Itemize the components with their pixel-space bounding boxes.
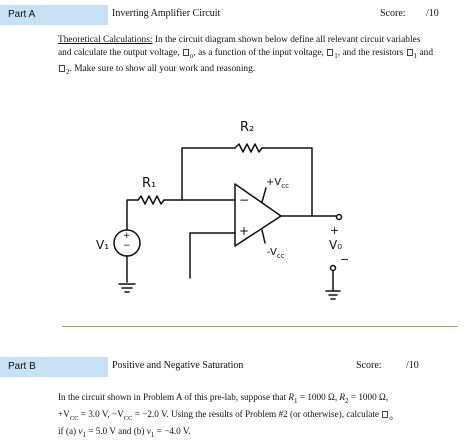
part-b-line-3g: = −4.0 V.	[154, 425, 191, 436]
part-b-line-2e: = −2.0 V. Using the results of Problem #…	[132, 408, 382, 419]
part-a-header: Part A Inverting Amplifier Circuit Score…	[0, 5, 474, 25]
symbol-box	[327, 49, 334, 56]
part-b-score-value: /10	[406, 360, 419, 371]
vcc-neg-wire	[261, 229, 266, 244]
symbol-box	[382, 410, 389, 418]
symbol-box	[59, 64, 65, 72]
opamp-plus-label: +	[239, 224, 250, 238]
eq-r2-sub: 2	[345, 396, 349, 405]
opamp-minus-label: −	[239, 193, 250, 207]
part-b-line-3a: if (a)	[58, 425, 79, 436]
feedback-wire	[181, 147, 236, 201]
r1-input-wire	[126, 199, 139, 231]
eq-v1a: v	[78, 425, 83, 436]
part-b-line-3d: = 5.0 V and (b)	[85, 425, 147, 436]
section-divider	[62, 326, 458, 327]
vcc-neg-text: -V	[267, 247, 277, 258]
vcc-pos-label: +Vcc	[266, 177, 289, 190]
r1-label: R₁	[142, 176, 157, 191]
output-plus-label: +	[330, 224, 340, 237]
output-minus-terminal	[329, 264, 337, 272]
symbol-box	[182, 49, 189, 56]
r2-label: R₂	[240, 120, 255, 135]
instruction-line-2g: and	[417, 48, 434, 58]
part-a-label: Part A	[0, 5, 108, 25]
op-amp-triangle	[234, 183, 282, 247]
eq-vcc-neg-sub: CC	[123, 414, 133, 422]
eq-r1-sub: 1	[294, 396, 298, 405]
output-terminal	[335, 213, 343, 221]
output-minus-label: −	[340, 253, 350, 266]
part-a-score-label: Score:	[380, 8, 406, 19]
sub-o: o	[189, 51, 194, 60]
feedback-wire-right	[261, 147, 313, 217]
ground-symbol-output	[325, 290, 341, 300]
part-b-header: Part B Positive and Negative Saturation …	[0, 357, 474, 377]
source-minus-label: −	[123, 241, 131, 251]
noninverting-wire	[189, 232, 236, 279]
part-b-line-1g: = 1000 Ω,	[348, 392, 389, 402]
source-plus-label: +	[123, 231, 131, 241]
instruction-line-3: . Make sure to show all your work and re…	[69, 63, 256, 74]
part-a-title: Inverting Amplifier Circuit	[112, 8, 221, 19]
sub-o-b: o	[389, 413, 393, 422]
ground-symbol-source	[118, 283, 136, 293]
vcc-pos-sub: cc	[281, 182, 289, 190]
part-b-title: Positive and Negative Saturation	[112, 360, 244, 371]
vcc-neg-label: -Vcc	[267, 247, 285, 260]
eq-vcc-neg: = 3.0 V, −V	[78, 408, 124, 419]
vcc-pos-wire	[261, 187, 267, 203]
instruction-line-2c: , as a function of the input voltage,	[193, 48, 327, 58]
eq-v1b: v	[146, 425, 151, 436]
symbol-box	[406, 49, 413, 56]
part-a-score-value: /10	[426, 8, 439, 19]
sub-2: 2	[66, 67, 70, 76]
sub-1b: 1	[413, 51, 418, 60]
part-b-line-1a: In the circuit shown in Problem A of thi…	[58, 392, 289, 402]
r2-resistor	[234, 143, 263, 153]
part-b-line-1d: = 1000 Ω,	[297, 392, 340, 402]
eq-vcc-pos: +V	[58, 408, 70, 419]
vcc-neg-sub: cc	[276, 252, 285, 260]
instruction-line-2a: and calculate the output voltage,	[58, 48, 182, 58]
part-a-instructions: Theoretical Calculations: In the circuit…	[58, 34, 468, 79]
vcc-pos-text: +V	[266, 177, 282, 188]
part-b-label: Part B	[0, 357, 108, 377]
instruction-line-2e: , and the resistors	[337, 48, 406, 58]
r1-resistor	[137, 195, 165, 205]
sub-1: 1	[334, 51, 338, 60]
eq-r2: R	[339, 392, 346, 402]
eq-r1: R	[288, 392, 295, 402]
part-b-instructions: In the circuit shown in Problem A of thi…	[58, 391, 472, 441]
instruction-line-1: In the circuit diagram shown below defin…	[152, 35, 421, 45]
part-b-score-label: Score:	[356, 360, 382, 371]
vo-label: V₀	[329, 238, 343, 252]
eq-v1b-sub: 1	[150, 430, 155, 439]
eq-vcc-pos-sub: CC	[69, 414, 79, 422]
theoretical-heading: Theoretical Calculations:	[58, 35, 153, 45]
eq-v1a-sub: 1	[82, 430, 86, 439]
v1-label: V₁	[96, 238, 110, 252]
